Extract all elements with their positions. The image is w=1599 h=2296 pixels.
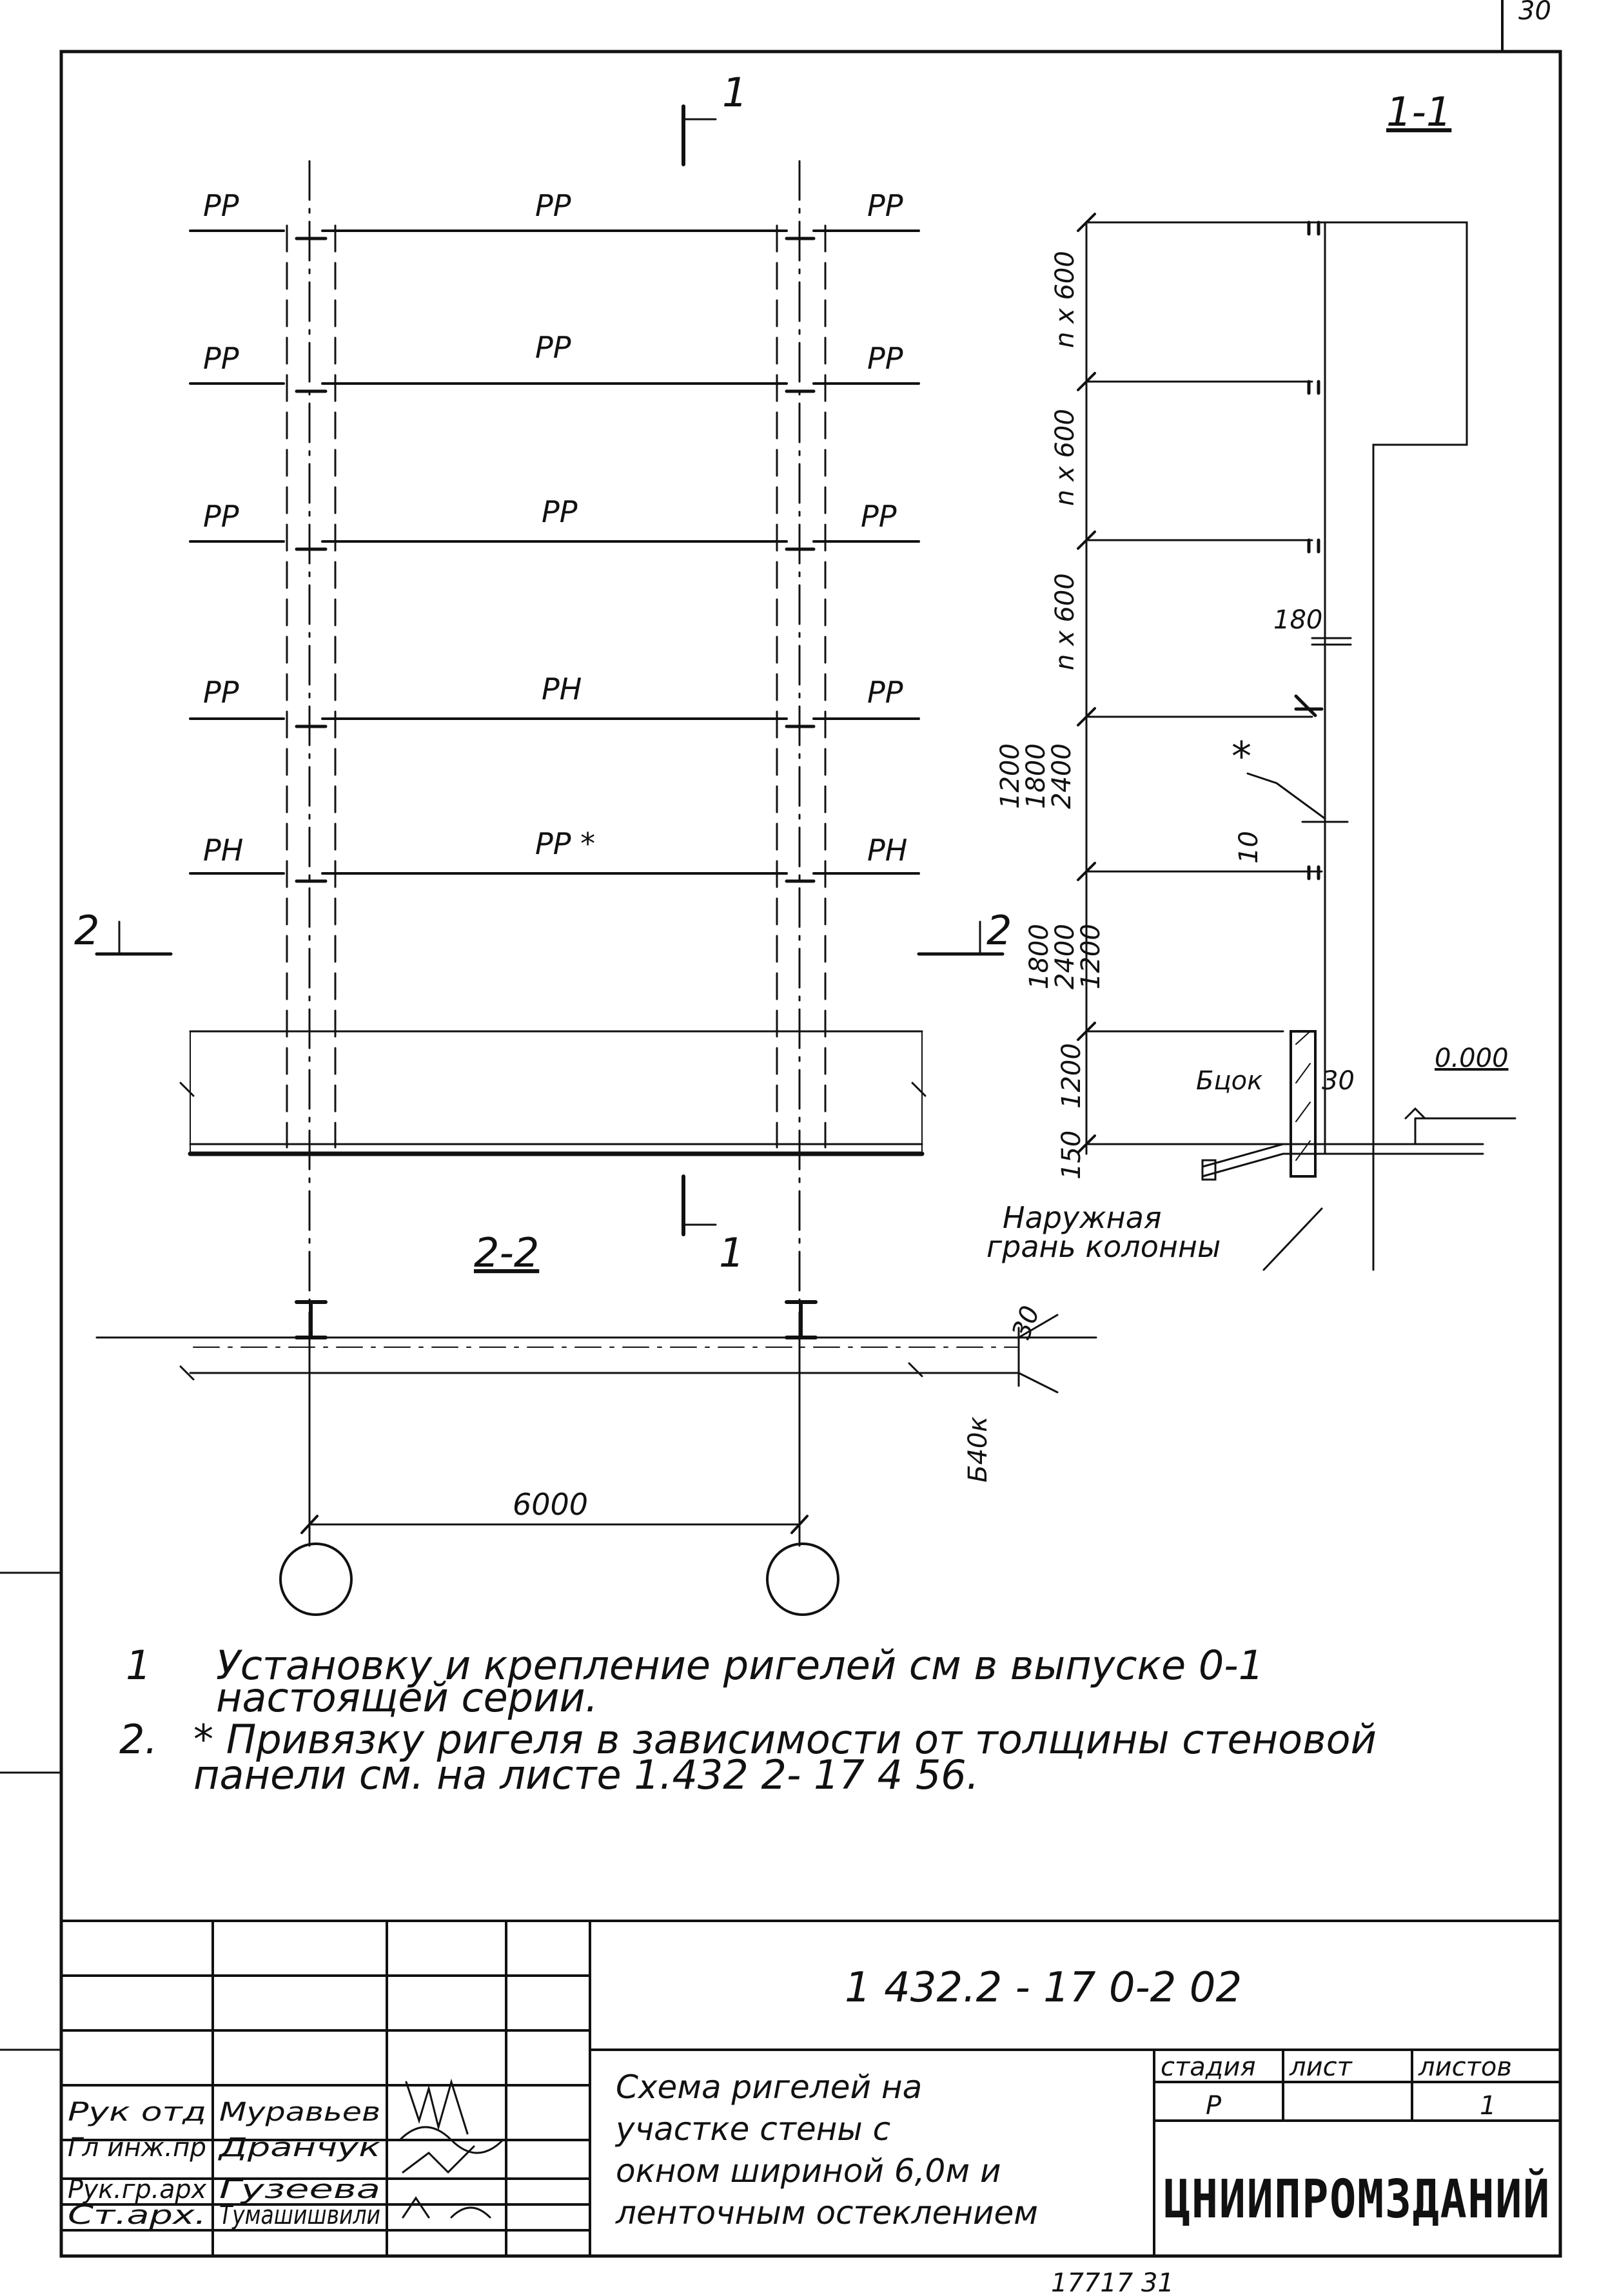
girder-label: РР — [861, 499, 897, 534]
cut-1-top-label: 1 — [722, 69, 747, 116]
bottom-number: 17717 31 — [1051, 2268, 1174, 2296]
girder-label: РР — [535, 330, 571, 365]
sheet-header: лист — [1289, 2052, 1353, 2082]
girder-label: РР — [203, 675, 239, 710]
sheets-value: 1 — [1480, 2091, 1496, 2121]
signature-role: Рук отд — [68, 2097, 206, 2127]
girder-label: РР — [867, 341, 903, 376]
dim-text: n x 600 — [1050, 409, 1080, 506]
section-1-1-dimensions: n x 600 n x 600 n x 600 1200 1800 2400 1… — [986, 251, 1509, 1264]
section-1-1-label: 1-1 — [1386, 88, 1451, 135]
signature-role: Ст.арх. — [68, 2201, 206, 2230]
dim-180: 180 — [1273, 605, 1322, 635]
girder-label: РН — [867, 833, 907, 868]
outer-face-label: Наружная — [1003, 1200, 1162, 1235]
dim-10: 10 — [1234, 831, 1264, 864]
note-text: * Привязку ригеля в зависимости от толщи… — [193, 1716, 1377, 1763]
signature-rows: Рук отд Муравьев Гл инж.пр Дранчук Рук.г… — [68, 2097, 380, 2230]
section-2-2 — [95, 1300, 1097, 1616]
span-dimension: 6000 — [513, 1487, 588, 1522]
girder-label: РР — [203, 341, 239, 376]
note-text: настоящей серии. — [216, 1674, 598, 1721]
axis-marker-left — [279, 1542, 353, 1616]
title-line: Схема ригелей на — [616, 2068, 922, 2106]
cut-1-bottom-label: 1 — [719, 1229, 744, 1276]
dim-text: 1200 — [996, 743, 1025, 809]
girder-labels: РР РР РР РР РР РР РР РР РР РР РН РР РН Р… — [203, 188, 907, 868]
girder-label: РР — [542, 494, 578, 529]
axis-marker-right — [766, 1542, 839, 1616]
title-line: участке стены с — [614, 2110, 890, 2148]
dim-text: 2400 — [1047, 743, 1077, 809]
title-line: ленточным остеклением — [615, 2194, 1038, 2232]
dim-text: 150 — [1057, 1131, 1086, 1180]
sheets-header: листов — [1418, 2052, 1512, 2082]
sheet-frame — [59, 50, 1562, 2258]
girder-label: РР — [867, 188, 903, 223]
dim-text: 1200 — [1057, 1043, 1086, 1109]
girder-label: РН — [542, 672, 582, 706]
dim-text: n x 600 — [1050, 251, 1080, 348]
title-block — [60, 1920, 1562, 2257]
section-1-1 — [1077, 213, 1516, 1271]
dim-text: n x 600 — [1050, 573, 1080, 670]
girder-label: РР * — [535, 826, 595, 861]
dim-text: 1800 — [1021, 743, 1051, 809]
dim-30: 30 — [1322, 1066, 1355, 1096]
star-mark: * — [1231, 733, 1251, 780]
sheet-code: 1 432.2 - 17 0-2 02 — [845, 1964, 1242, 2012]
girder-label: РР — [535, 188, 571, 223]
title-line: окном шириной 6,0м и — [616, 2152, 1001, 2190]
cut-2-right-label: 2 — [986, 907, 1012, 954]
level-mark: 0.000 — [1435, 1044, 1509, 1073]
girder-label: РР — [867, 675, 903, 710]
girder-label: РР — [203, 499, 239, 534]
girder-label: РН — [203, 833, 243, 868]
stage-value: Р — [1206, 2091, 1222, 2121]
note-number: 1 — [126, 1642, 151, 1689]
elevation-view — [95, 104, 1005, 1548]
stage-header: стадия — [1161, 2052, 1256, 2082]
signature-role: Гл инж.пр — [68, 2133, 206, 2163]
signature-name: Дранчук — [217, 2133, 380, 2163]
notes: 1 Установку и крепление ригелей см в вып… — [119, 1642, 1377, 1798]
dim-text: 2400 — [1050, 924, 1080, 989]
corner-mark: 30 — [1518, 0, 1551, 26]
signature-name: Тумашишвили — [219, 2201, 380, 2230]
note-text: Установку и крепление ригелей см в выпус… — [216, 1642, 1264, 1689]
girder-label: РР — [203, 188, 239, 223]
bok-label: Бцок — [1196, 1066, 1262, 1096]
dim-text: 1200 — [1076, 924, 1106, 989]
signature-name: Гузеева — [219, 2175, 380, 2204]
cut-2-left-label: 2 — [74, 907, 99, 954]
outer-face-label: грань колонны — [986, 1229, 1221, 1264]
signature-name: Муравьев — [219, 2097, 380, 2127]
note-text: панели см. на листе 1.432 2- 17 4 56. — [193, 1751, 979, 1798]
signature-role: Рук.гр.арх — [68, 2175, 206, 2204]
dim-b40k: Б40к — [963, 1417, 993, 1483]
section-2-2-label: 2-2 — [474, 1229, 539, 1276]
note-number: 2. — [119, 1716, 157, 1763]
dim-text: 1800 — [1025, 924, 1054, 989]
organization-stamp: ЦНИИПРОМЗДАНИЙ — [1164, 2168, 1551, 2230]
drawing-title: Схема ригелей на участке стены с окном ш… — [614, 2068, 1038, 2232]
